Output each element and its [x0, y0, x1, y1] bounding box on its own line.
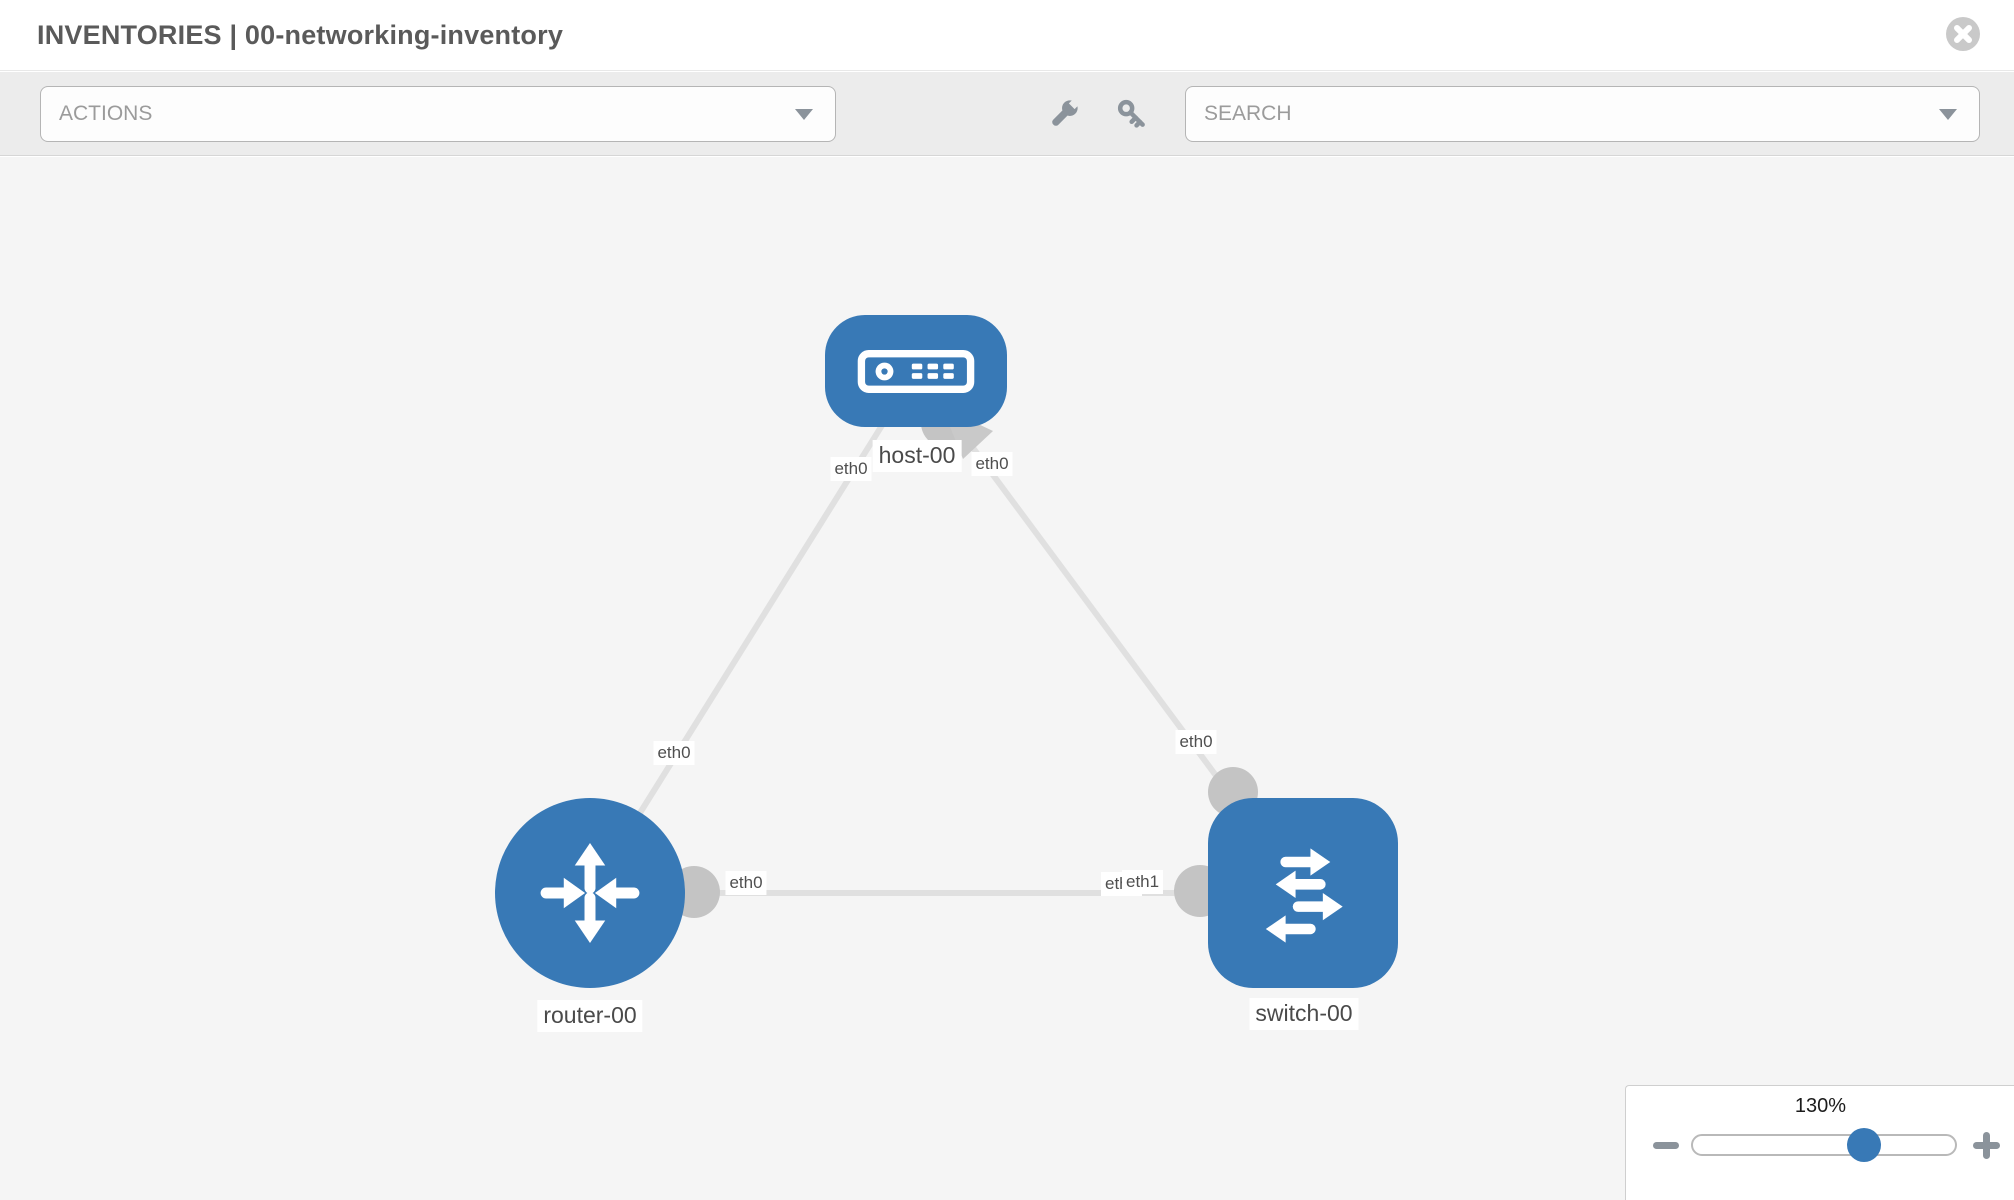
zoom-out-button minus-icon[interactable] [1653, 1142, 1679, 1149]
topology-canvas[interactable]: host-00 router-00 switch-00 eth0 eth0 et… [0, 157, 2014, 1200]
interface-label: eth0 [653, 741, 695, 766]
interface-label: eth0 [830, 457, 872, 482]
search-dropdown[interactable] [1185, 86, 1980, 142]
interface-label: eth0 [725, 871, 767, 896]
actions-dropdown[interactable]: ACTIONS [40, 86, 836, 142]
chevron-down-icon [1939, 109, 1957, 120]
node-label-host: host-00 [872, 440, 962, 472]
search-input[interactable] [1204, 87, 1904, 141]
zoom-level-label: 130% [1794, 1095, 1847, 1117]
key-button[interactable] [1114, 96, 1150, 132]
wrench-icon [1052, 96, 1082, 126]
zoom-slider-thumb[interactable] [1847, 1128, 1881, 1162]
close-icon [1954, 25, 1972, 43]
node-label-switch: switch-00 [1249, 998, 1359, 1030]
zoom-slider-track[interactable] [1691, 1134, 1957, 1156]
close-button[interactable] [1946, 17, 1980, 51]
node-label-router: router-00 [537, 1000, 643, 1032]
interface-label: eth0 [1175, 730, 1217, 755]
interface-label: eth1 [1122, 870, 1164, 895]
router-icon [540, 842, 640, 944]
wrench-button[interactable] [1046, 96, 1082, 132]
toolbar: ACTIONS [0, 72, 2014, 156]
chevron-down-icon [795, 109, 813, 120]
node-router-00[interactable] [495, 798, 685, 988]
header: INVENTORIES | 00-networking-inventory [0, 0, 2014, 71]
switch-icon [1265, 848, 1343, 943]
node-switch-00[interactable] [1208, 798, 1398, 988]
plus-icon-bar [1983, 1132, 1990, 1159]
zoom-control-panel: 130% [1625, 1085, 2014, 1200]
links-layer [587, 369, 1306, 918]
actions-dropdown-label: ACTIONS [59, 102, 153, 125]
zoom-in-button plus-icon[interactable] [1973, 1132, 2000, 1159]
page-title: INVENTORIES | 00-networking-inventory [37, 20, 564, 50]
key-icon [1117, 99, 1145, 128]
node-host-00[interactable] [825, 315, 1007, 427]
host-icon [857, 349, 975, 393]
interface-label: eth0 [971, 452, 1013, 477]
